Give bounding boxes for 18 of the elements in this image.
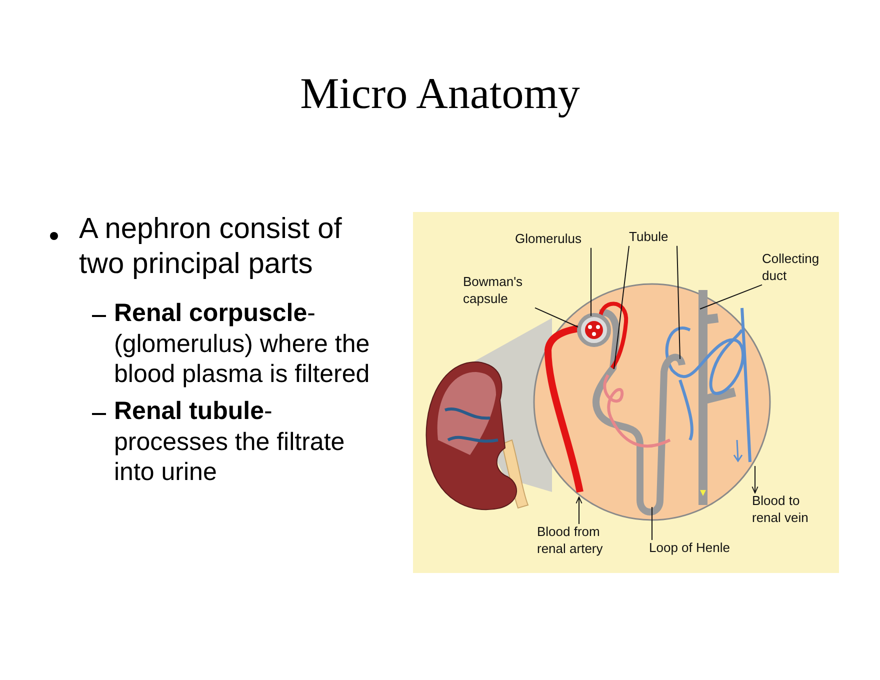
part-label: Collecting duct [762, 251, 830, 285]
leader-line [614, 245, 630, 370]
bullet-text: Renal corpuscle-(glomerulus) where the blood plasma is filtered [114, 298, 371, 390]
leader-line [590, 247, 592, 316]
leader-line [676, 245, 680, 360]
slide-title: Micro Anatomy [299, 68, 581, 119]
arrow [576, 496, 582, 524]
part-label: Blood to renal vein [752, 493, 824, 527]
leader-line [534, 307, 578, 328]
leader-line [700, 284, 762, 310]
bullet-text: A nephron consist of two principal parts [79, 212, 343, 282]
part-label: Glomerulus [515, 231, 595, 248]
bullet-text: Renal tubule-processes the filtrate into urine [114, 396, 346, 488]
part-label: Tubule [629, 229, 677, 246]
part-label: Loop of Henle [649, 540, 744, 557]
part-label: Blood from renal artery [537, 524, 617, 558]
arrow [752, 466, 758, 494]
part-label: Bowman's capsule [463, 274, 535, 308]
